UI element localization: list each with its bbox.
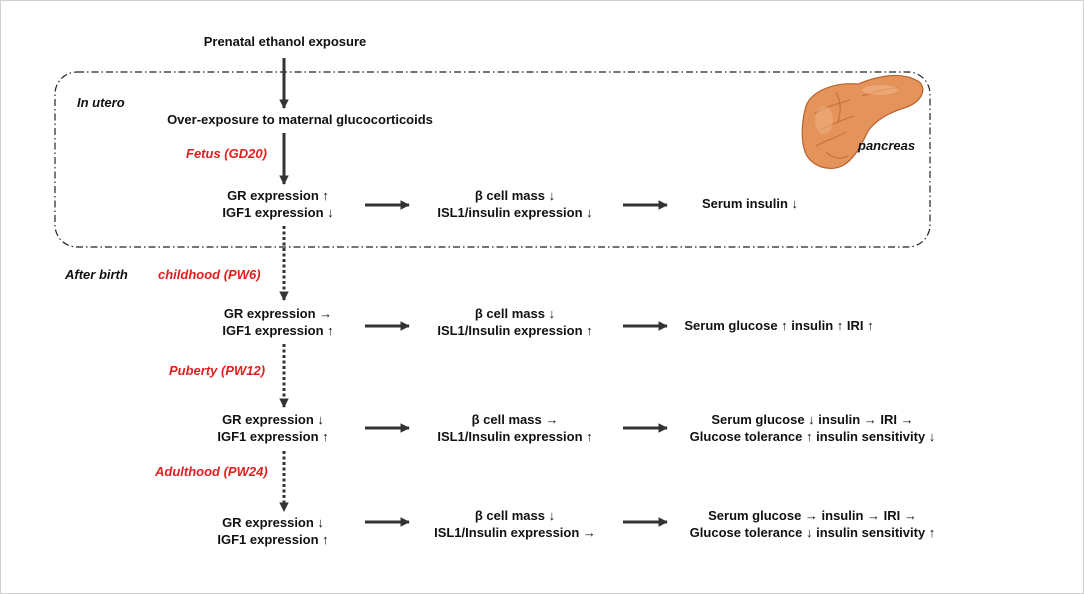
puberty-beta-cell-mass: β cell mass → <box>471 412 559 427</box>
prenatal-ethanol-title: Prenatal ethanol exposure <box>203 34 367 49</box>
stage-fetus: Fetus (GD20) <box>186 146 267 161</box>
adulthood-isl1-expression: ISL1/Insulin expression → <box>434 525 596 540</box>
adulthood-igf1-expression: IGF1 expression ↑ <box>217 532 329 547</box>
childhood-beta-cell-mass: β cell mass ↓ <box>474 306 556 321</box>
fetus-serum-insulin: Serum insulin ↓ <box>701 196 799 211</box>
in-utero-box <box>54 71 931 248</box>
fetus-isl1-expression: ISL1/insulin expression ↓ <box>437 205 593 220</box>
stage-puberty: Puberty (PW12) <box>169 363 266 378</box>
childhood-isl1-expression: ISL1/Insulin expression ↑ <box>437 323 593 338</box>
pancreas-icon <box>801 74 924 169</box>
adulthood-beta-cell-mass: β cell mass ↓ <box>474 508 556 523</box>
glucocorticoids-text: Over-exposure to maternal glucocorticoid… <box>167 112 433 127</box>
pancreas-label: pancreas <box>858 138 916 153</box>
fetus-igf1-expression: IGF1 expression ↓ <box>222 205 334 220</box>
fetus-beta-cell-mass: β cell mass ↓ <box>474 188 556 203</box>
in-utero-label: In utero <box>77 95 125 110</box>
childhood-gr-expression: GR expression → <box>223 306 333 321</box>
puberty-serum: Serum glucose ↓ insulin → IRI → <box>711 412 914 427</box>
adulthood-serum: Serum glucose → insulin → IRI → <box>708 508 917 523</box>
stage-childhood: childhood (PW6) <box>158 267 261 282</box>
puberty-glucose-tolerance: Glucose tolerance ↑ insulin sensitivity … <box>689 429 936 444</box>
puberty-gr-expression: GR expression ↓ <box>222 412 324 427</box>
childhood-igf1-expression: IGF1 expression ↑ <box>222 323 334 338</box>
childhood-serum: Serum glucose ↑ insulin ↑ IRI ↑ <box>684 318 874 333</box>
stage-adulthood: Adulthood (PW24) <box>155 464 268 479</box>
puberty-igf1-expression: IGF1 expression ↑ <box>217 429 329 444</box>
after-birth-label: After birth <box>65 267 128 282</box>
adulthood-glucose-tolerance: Glucose tolerance ↓ insulin sensitivity … <box>689 525 936 540</box>
fetus-gr-expression: GR expression ↑ <box>227 188 329 203</box>
puberty-isl1-expression: ISL1/Insulin expression ↑ <box>437 429 593 444</box>
adulthood-gr-expression: GR expression ↓ <box>222 515 324 530</box>
